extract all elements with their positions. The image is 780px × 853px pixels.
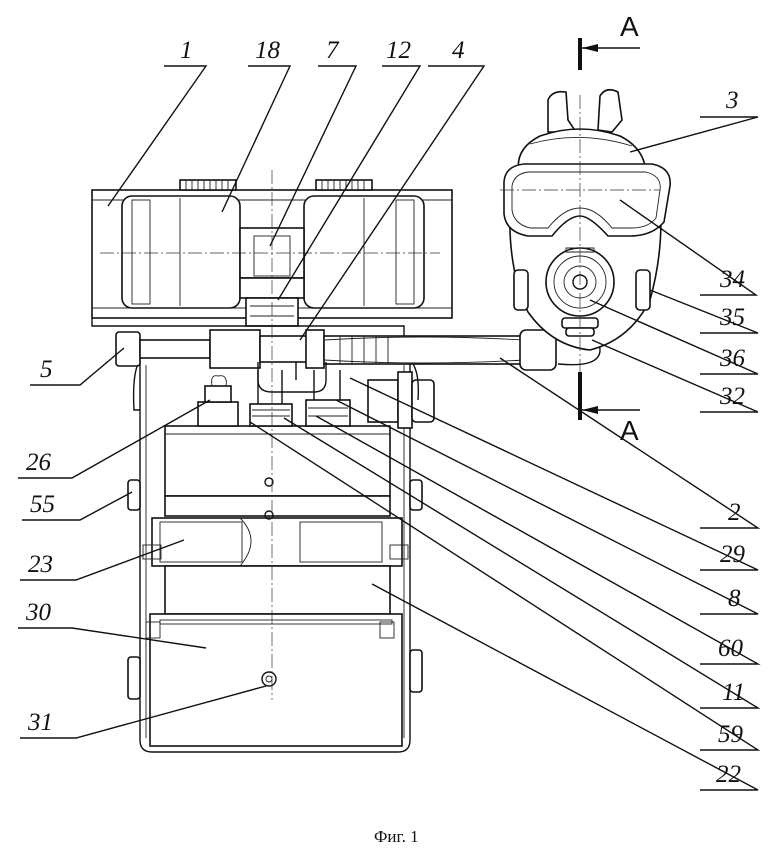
ref-35: 35 [719,304,745,331]
ref-5: 5 [40,356,53,383]
ref-36: 36 [719,345,746,372]
ref-23: 23 [28,551,53,578]
section-label-bottom: A [620,415,639,446]
ref-34: 34 [719,266,745,293]
figure-caption: Фиг. 1 [374,827,419,846]
ref-55: 55 [30,491,55,518]
ref-7: 7 [326,37,340,64]
ref-3: 3 [725,87,739,114]
ref-29: 29 [720,541,746,568]
ref-8: 8 [728,585,741,612]
ref-1: 1 [180,37,193,64]
section-label-top: A [620,11,639,42]
ref-30: 30 [25,599,52,626]
air-pipe [116,330,600,392]
ref-59: 59 [718,721,744,748]
ref-32: 32 [719,383,745,410]
ref-18: 18 [255,37,281,64]
ref-11: 11 [722,679,745,706]
ref-12: 12 [386,37,411,64]
ref-26: 26 [26,449,52,476]
apparatus-body [128,360,434,752]
ref-31: 31 [27,709,53,736]
ref-4: 4 [452,37,465,64]
ref-2: 2 [728,499,741,526]
gas-mask [504,90,670,350]
ref-60: 60 [718,635,744,662]
ref-22: 22 [716,761,741,788]
